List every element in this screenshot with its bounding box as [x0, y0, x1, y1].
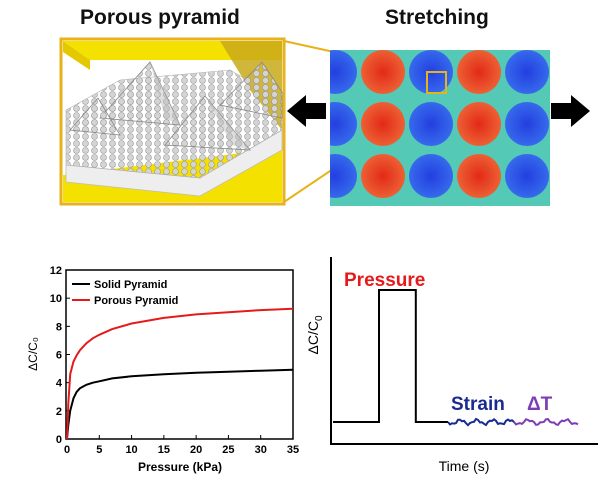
strain-annotation: Strain: [451, 394, 505, 415]
delta-t-annotation: ΔT: [527, 394, 553, 415]
x-axis-label: Pressure (kPa): [138, 460, 222, 474]
compression-region: [409, 102, 453, 146]
legend-label-porous: Porous Pyramid: [94, 295, 178, 307]
tension-region: [457, 154, 501, 198]
tension-region: [457, 50, 501, 94]
y-tick-label: 8: [56, 321, 62, 333]
pyramid: [219, 61, 283, 119]
y-tick-label: 12: [50, 265, 62, 277]
x-tick-label: 30: [255, 444, 267, 456]
compression-region: [330, 50, 357, 94]
compression-region: [505, 102, 549, 146]
pressure-pulse-line: [333, 289, 448, 423]
x-tick-label: 10: [125, 444, 137, 456]
x-tick-label: 25: [222, 444, 234, 456]
y-tick-label: 0: [56, 434, 62, 446]
tension-region: [361, 154, 405, 198]
compression-region: [330, 154, 357, 198]
y-tick-label: 10: [50, 293, 62, 305]
tension-region: [457, 102, 501, 146]
x-tick-label: 20: [190, 444, 202, 456]
tension-region: [361, 50, 405, 94]
x-tick-label: 35: [287, 444, 299, 456]
compression-region: [505, 154, 549, 198]
capacitance-pressure-chart: 0 5 10 15 20 25 30 35 0 2 4 6 8 10 12 Solid Pyramid Po…: [26, 265, 299, 474]
y-axis-label: ΔC/C₀: [26, 337, 40, 371]
solid-pyramid-line: [66, 368, 294, 440]
porous-pyramid-line: [66, 307, 294, 440]
compression-region: [330, 102, 357, 146]
strain-colormap: [330, 50, 550, 206]
x-tick-label: 0: [64, 444, 70, 456]
y-tick-label: 4: [56, 378, 63, 390]
y-tick-label: 6: [56, 350, 62, 362]
legend: Solid Pyramid Porous Pyramid: [72, 279, 178, 307]
y-tick-label: 2: [56, 406, 62, 418]
porous-pyramid-title: Porous pyramid: [80, 6, 240, 29]
tension-region: [361, 102, 405, 146]
response-schematic-chart: Pressure Strain ΔT Time (s) ΔC/C0: [305, 257, 598, 474]
strain-noise-line: [447, 417, 515, 427]
x-tick-label: 15: [158, 444, 170, 456]
compression-region: [409, 154, 453, 198]
compression-region: [505, 50, 549, 94]
pyramid: [69, 97, 121, 136]
right-arrow: [551, 95, 590, 127]
time-axis-label: Time (s): [439, 458, 490, 474]
schematic-y-label: ΔC/C0: [305, 315, 325, 354]
legend-label-solid: Solid Pyramid: [94, 279, 167, 291]
axes: [330, 257, 598, 445]
porous-pyramid-illustration: [59, 37, 286, 206]
x-tick-label: 5: [96, 444, 102, 456]
pressure-annotation: Pressure: [344, 270, 425, 291]
left-arrow: [287, 95, 326, 127]
zoom-box: [426, 71, 447, 94]
temperature-noise-line: [513, 417, 579, 427]
stretching-title: Stretching: [385, 6, 489, 29]
